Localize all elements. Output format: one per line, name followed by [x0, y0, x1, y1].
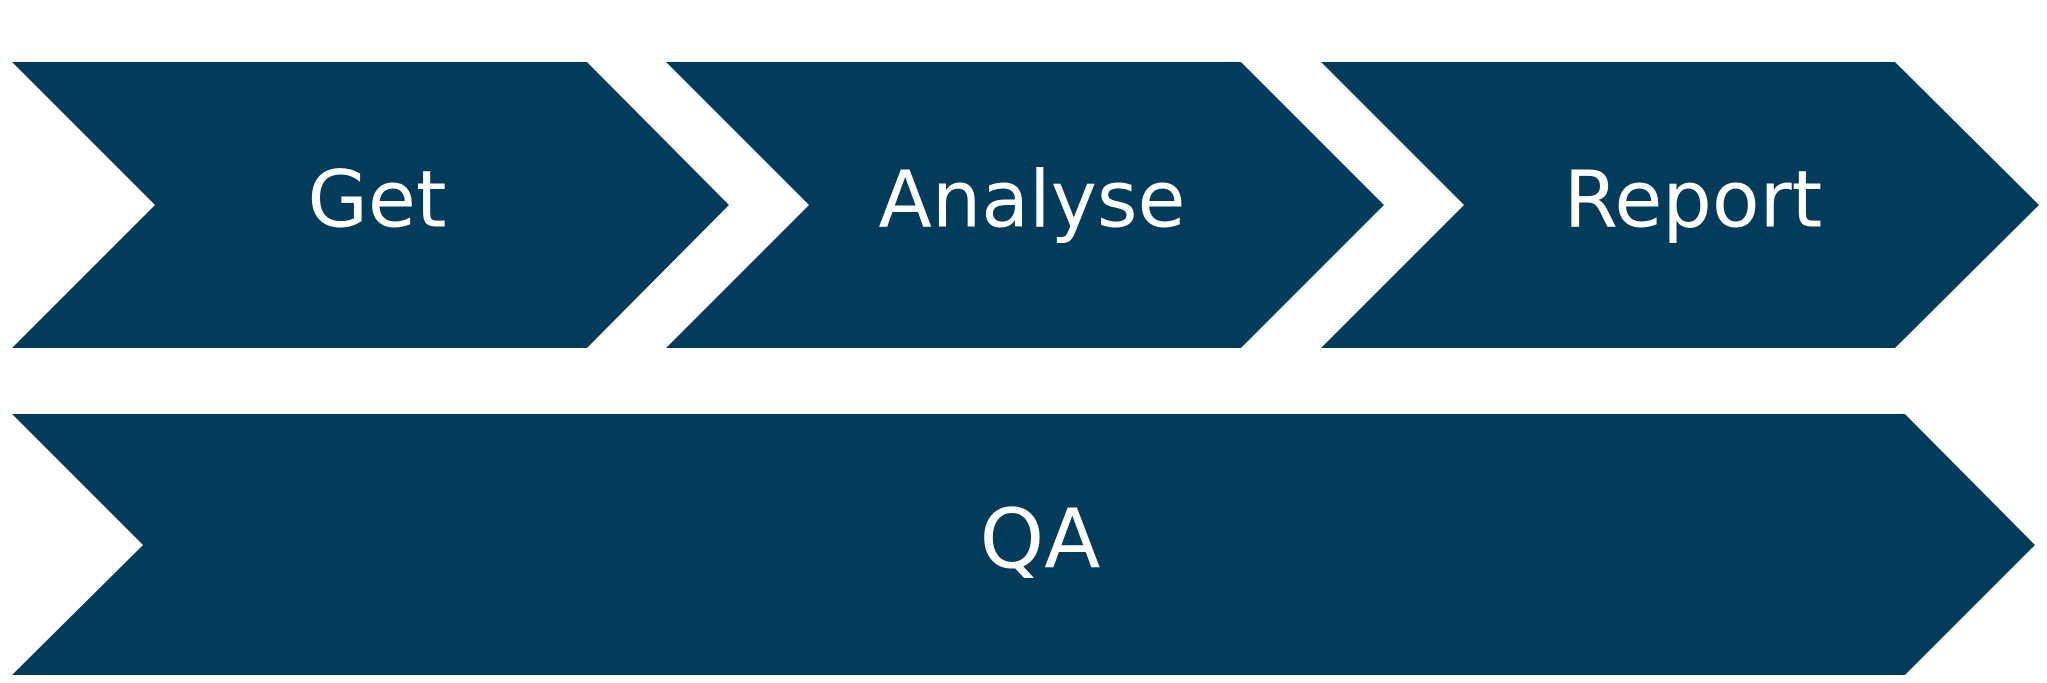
chevron-label-get: Get: [307, 155, 446, 245]
chevron-step-report: Report: [1321, 62, 2039, 348]
chevron-label-qa: QA: [980, 492, 1101, 587]
chevron-shape-get: [12, 62, 729, 348]
chevron-step-analyse: Analyse: [666, 62, 1384, 348]
chevron-shape-qa: [12, 414, 2035, 675]
chevron-shape-analyse: [666, 62, 1384, 348]
chevron-qa-bar: QA: [12, 414, 2035, 675]
chevron-shape-report: [1321, 62, 2039, 348]
chevron-label-analyse: Analyse: [878, 155, 1185, 245]
chevron-label-report: Report: [1564, 155, 1823, 245]
chevron-step-get: Get: [12, 62, 729, 348]
